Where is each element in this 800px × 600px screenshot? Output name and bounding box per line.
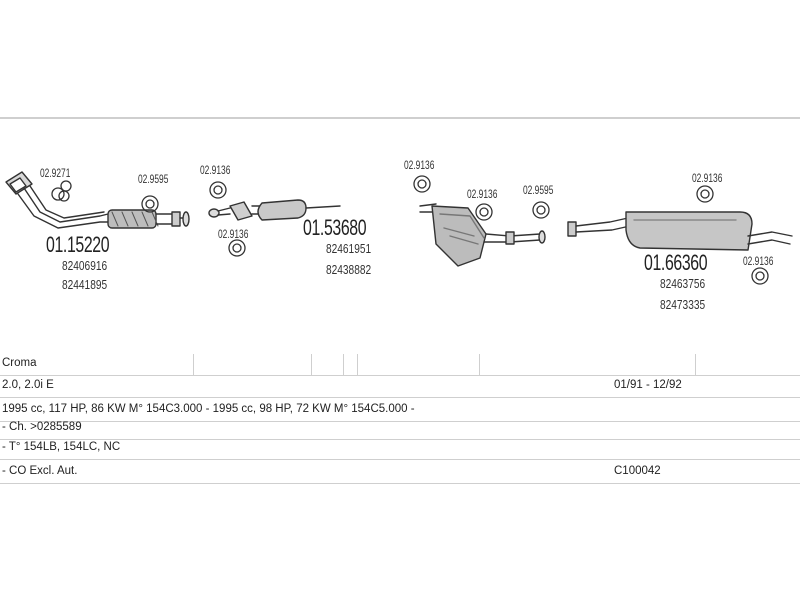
gasket-icon-02.9595-b (532, 201, 550, 219)
catalog-code: C100042 (614, 465, 661, 477)
oem-number: 82438882 (326, 262, 372, 277)
accessory-label: 02.9595 (138, 172, 169, 186)
table-row-engine: 2.0, 2.0i E 01/91 - 12/92 (0, 376, 800, 398)
part-number: 01.15220 (46, 232, 110, 257)
exhaust-drawing (5, 171, 793, 285)
clamp-icon-02.9136-a (209, 181, 227, 199)
oem-number: 82461951 (326, 241, 372, 256)
clamp-icon-02.9136-f (751, 267, 769, 285)
model-name: Croma (2, 357, 37, 369)
oem-number: 82473335 (660, 297, 706, 312)
clamp-icon-02.9136-e (696, 185, 714, 203)
note-text: - CO Excl. Aut. (2, 465, 78, 477)
front-pipe-drawing (5, 171, 190, 229)
center-box-drawing (419, 203, 546, 267)
accessory-label: 02.9136 (692, 171, 723, 185)
oem-number: 82463756 (660, 276, 706, 291)
accessory-label: 02.9136 (743, 254, 774, 268)
table-row-specs: 1995 cc, 117 HP, 86 KW M° 154C3.000 - 19… (0, 400, 800, 422)
clamp-icon-02.9136-d (475, 203, 493, 221)
accessory-label: 02.9136 (200, 163, 231, 177)
clamp-icon-02.9136-b (228, 239, 246, 257)
accessory-label: 02.9136 (218, 227, 249, 241)
oem-number: 82406916 (62, 258, 108, 273)
middle-silencer-drawing (208, 199, 341, 221)
accessory-label: 02.9271 (40, 166, 71, 180)
engine-variant: 2.0, 2.0i E (2, 379, 54, 391)
accessory-label: 02.9136 (467, 187, 498, 201)
engine-specs: 1995 cc, 117 HP, 86 KW M° 154C3.000 - 19… (2, 403, 415, 415)
gasket-icon-02.9271 (51, 180, 72, 202)
part-number: 01.66360 (644, 250, 708, 275)
part-number: 01.53680 (303, 215, 367, 240)
date-range: 01/91 - 12/92 (614, 379, 682, 391)
table-row-type: - T° 154LB, 154LC, NC (0, 438, 800, 460)
table-row-chassis: - Ch. >0285589 (0, 418, 800, 440)
accessory-label: 02.9136 (404, 158, 435, 172)
oem-number: 82441895 (62, 277, 108, 292)
accessory-label: 02.9595 (523, 183, 554, 197)
top-border (0, 117, 800, 119)
type-codes: - T° 154LB, 154LC, NC (2, 441, 121, 453)
clamp-icon-02.9136-c (413, 175, 431, 193)
gasket-icon-02.9595-a (141, 195, 159, 213)
rear-silencer-drawing (567, 211, 793, 251)
chassis-number: - Ch. >0285589 (2, 421, 82, 433)
table-row-note: - CO Excl. Aut. C100042 (0, 462, 800, 484)
table-row-model: Croma (0, 354, 800, 376)
exhaust-diagram: 02.9271 02.9595 02.9136 02.9136 02.9136 … (5, 158, 793, 312)
